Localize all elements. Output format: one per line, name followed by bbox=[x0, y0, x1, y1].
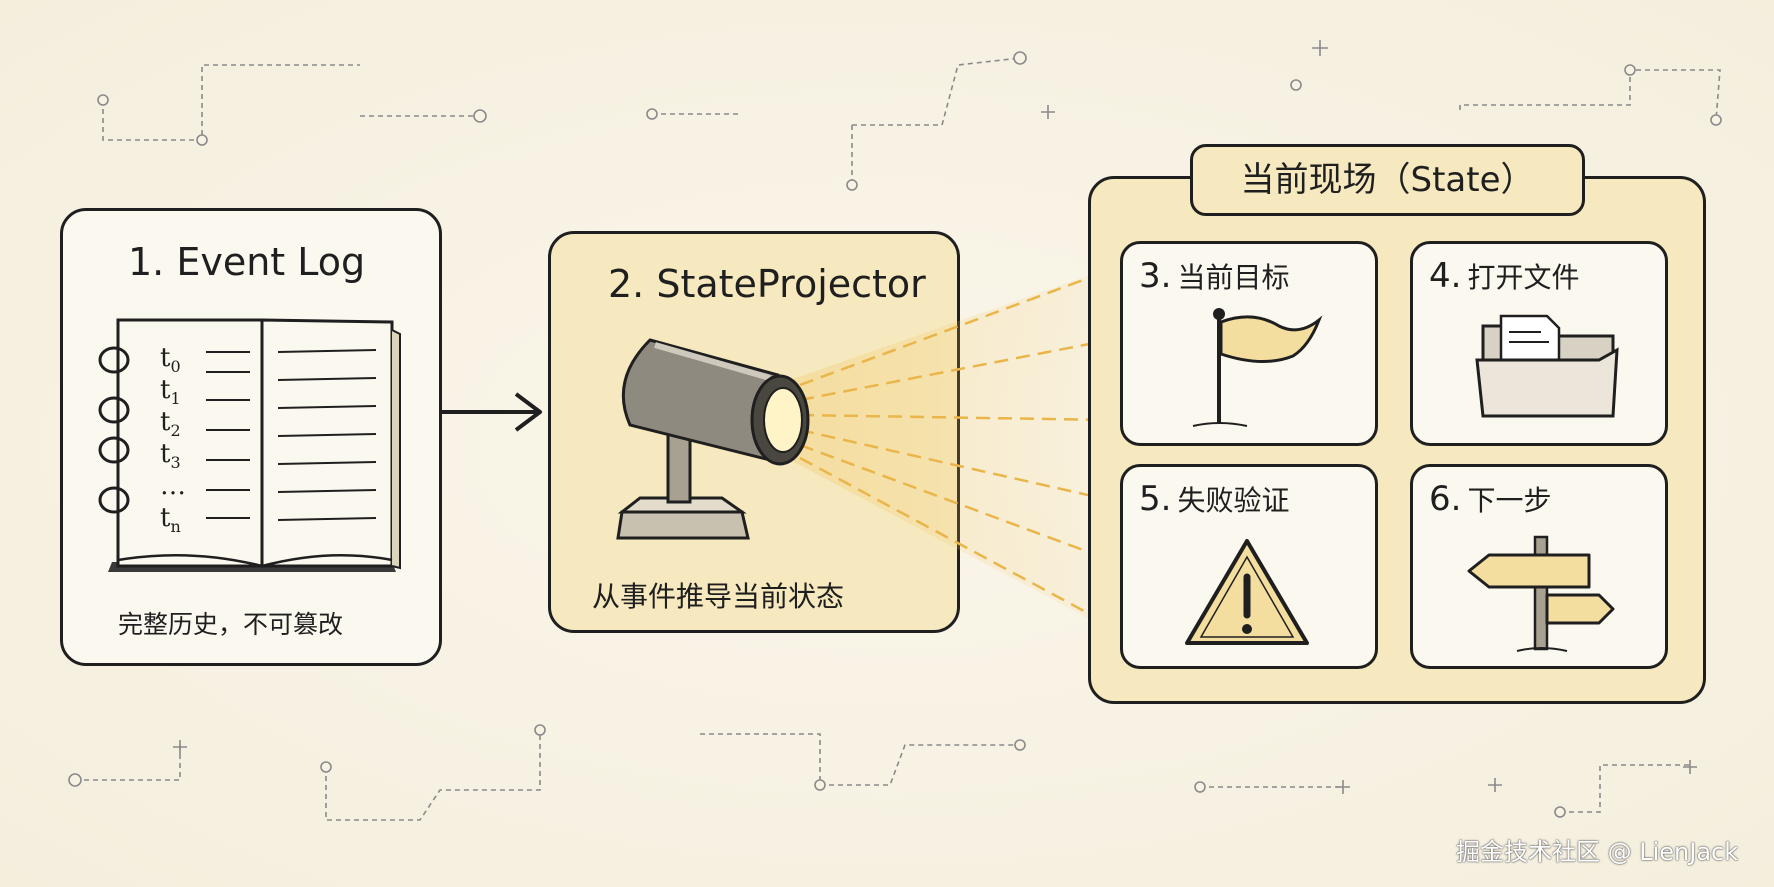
tick-label: … bbox=[160, 471, 186, 501]
state-header: 当前现场（State） bbox=[1190, 144, 1585, 216]
card-label: 4.打开文件 bbox=[1429, 256, 1580, 296]
folder-icon bbox=[1475, 314, 1619, 418]
card-label: 6.下一步 bbox=[1429, 479, 1552, 519]
state-card-open-files: 4.打开文件 bbox=[1410, 241, 1668, 446]
state-projector-title: 2. StateProjector bbox=[608, 262, 926, 306]
tick-label: tn bbox=[160, 503, 181, 537]
tick-label: t3 bbox=[160, 439, 181, 473]
event-log-title: 1. Event Log bbox=[128, 240, 366, 284]
state-card-goal: 3.当前目标 bbox=[1120, 241, 1378, 446]
signpost-icon bbox=[1467, 535, 1615, 652]
warning-icon bbox=[1185, 539, 1309, 645]
tick-label: t2 bbox=[160, 407, 181, 441]
state-card-next-step: 6.下一步 bbox=[1410, 464, 1668, 669]
state-card-failed-verification: 5.失败验证 bbox=[1120, 464, 1378, 669]
watermark: 掘金技术社区 @ LienJack bbox=[1456, 838, 1739, 866]
tick-label: t1 bbox=[160, 375, 181, 409]
event-log-caption: 完整历史，不可篡改 bbox=[118, 610, 344, 639]
card-label: 5.失败验证 bbox=[1139, 479, 1290, 519]
state-projector-caption: 从事件推导当前状态 bbox=[592, 580, 845, 613]
card-label: 3.当前目标 bbox=[1139, 256, 1290, 296]
flag-icon bbox=[1192, 308, 1323, 427]
tick-label: t0 bbox=[160, 343, 181, 377]
